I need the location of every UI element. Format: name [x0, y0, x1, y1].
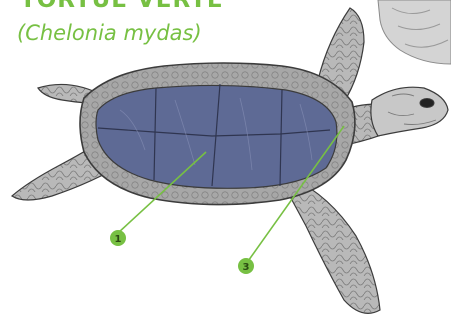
callout-3-label: 3	[243, 262, 250, 273]
callout-1-label: 1	[115, 234, 122, 245]
callout-3-marker: 3	[238, 258, 254, 274]
turtle-eye	[420, 99, 434, 108]
bottom-right-flipper	[282, 178, 380, 313]
corner-inset-illustration	[378, 0, 451, 64]
callout-1-marker: 1	[110, 230, 126, 246]
